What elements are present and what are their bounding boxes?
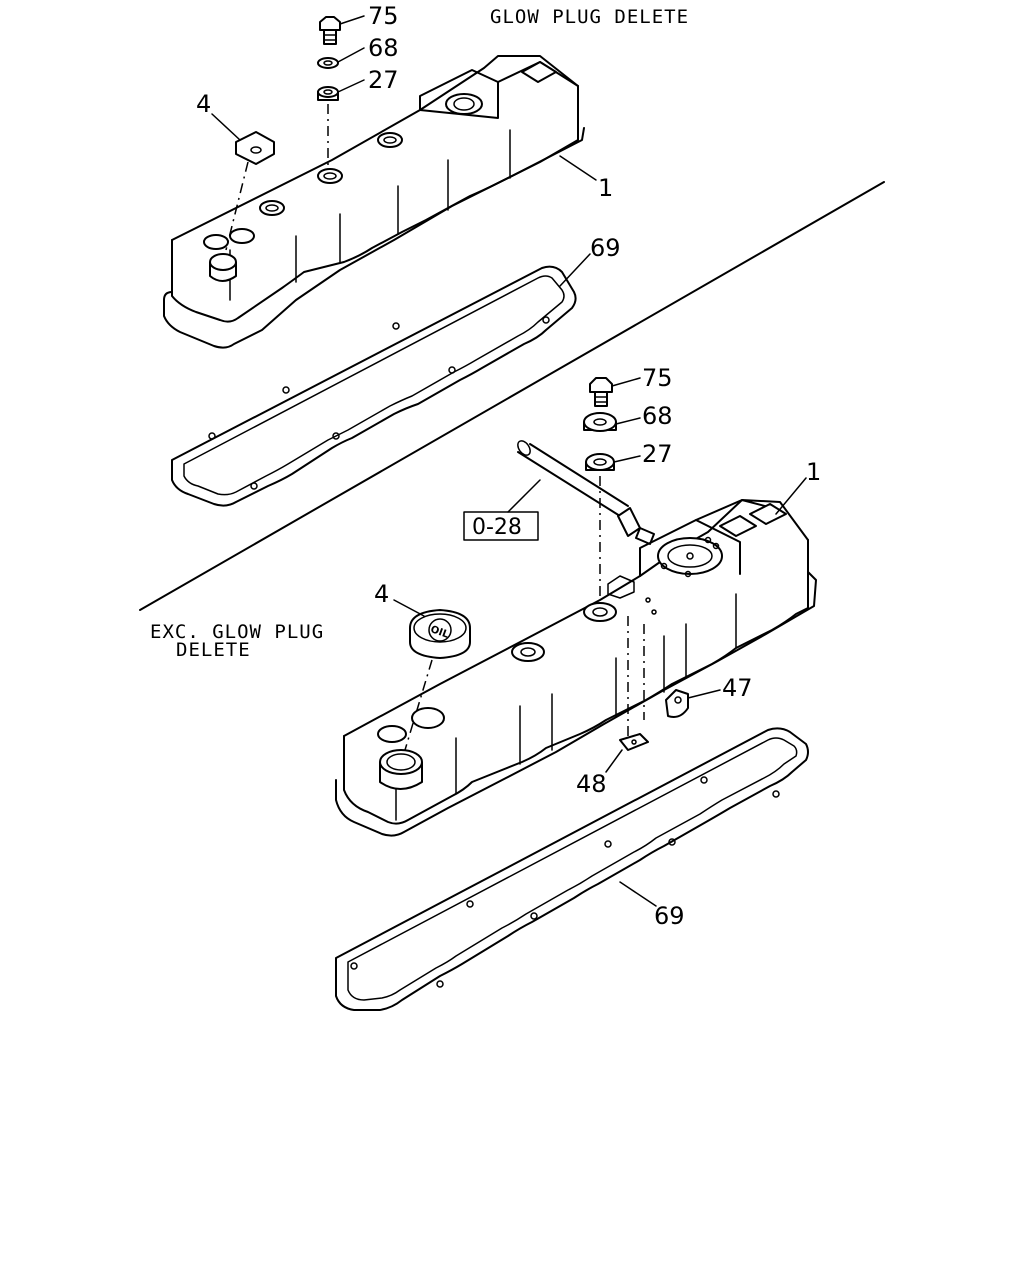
top-gasket-part — [171, 265, 577, 507]
top-callout-4: 4 — [196, 90, 211, 118]
top-callout-69: 69 — [590, 234, 621, 262]
bottom-callout-75: 75 — [642, 364, 673, 392]
top-bolt-part — [319, 16, 341, 45]
bracket-part — [665, 689, 689, 718]
bottom-gasket-part — [335, 727, 809, 1011]
top-grommet-part — [317, 86, 339, 101]
bottom-callout-68: 68 — [642, 402, 673, 430]
breather-hose-part — [517, 440, 655, 545]
bottom-bolt-part — [589, 377, 613, 407]
bottom-callout-27: 27 — [642, 440, 673, 468]
bottom-oil-cap-part: OIL — [409, 609, 471, 659]
section-divider — [139, 181, 885, 611]
bottom-callout-69: 69 — [654, 902, 685, 930]
lower-heading-line1: EXC. GLOW PLUG — [150, 621, 324, 643]
top-head-cover-part — [163, 55, 585, 349]
bottom-head-cover-part — [335, 499, 817, 837]
bottom-washer-part — [583, 412, 617, 432]
top-washer-part — [317, 57, 339, 69]
top-callout-27: 27 — [368, 66, 399, 94]
reference-label: 0-28 — [472, 515, 522, 540]
bottom-callout-1: 1 — [806, 458, 821, 486]
top-callout-75: 75 — [368, 2, 399, 30]
lower-heading-line2: DELETE — [176, 639, 251, 661]
bottom-callout-48: 48 — [576, 770, 607, 798]
bottom-assembly: 0-28 OIL — [335, 377, 817, 1011]
top-heading: GLOW PLUG DELETE — [490, 6, 689, 28]
top-assembly — [163, 15, 597, 507]
bottom-grommet-part — [585, 453, 615, 471]
reference-box — [463, 511, 539, 541]
top-oil-cap-part — [235, 131, 275, 165]
bottom-callout-47: 47 — [722, 674, 753, 702]
top-callout-1: 1 — [598, 174, 613, 202]
bottom-callout-4: 4 — [374, 580, 389, 608]
top-callout-68: 68 — [368, 34, 399, 62]
clip-part — [619, 733, 649, 751]
